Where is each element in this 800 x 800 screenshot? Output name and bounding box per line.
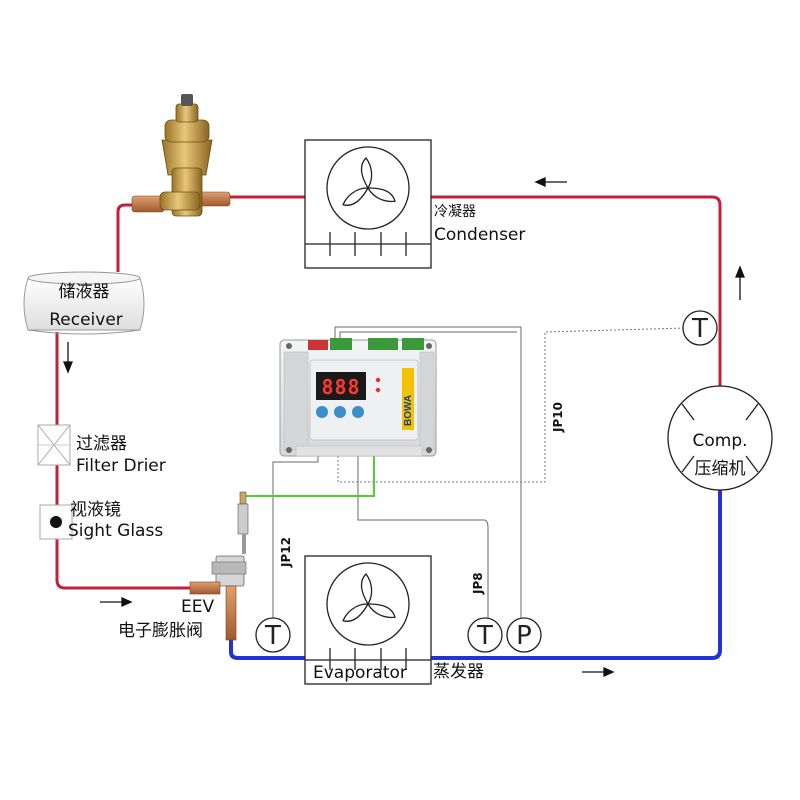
condenser-label-cn: 冷凝器 (434, 204, 476, 220)
sight-glass-label-cn: 视液镜 (70, 500, 121, 520)
sight-glass: 视液镜 Sight Glass (39, 500, 163, 541)
controller-brand: BOWA (403, 395, 414, 426)
fan-icon (342, 573, 396, 622)
jp12-label: JP12 (279, 537, 293, 568)
signal-wires (272, 326, 522, 618)
eev-label-en: EEV (181, 597, 214, 617)
compressor-label-cn: 压缩机 (695, 459, 746, 479)
filter-drier: 过滤器 Filter Drier (37, 424, 166, 476)
controller-button-up (352, 406, 364, 418)
jp8-label: JP8 (471, 572, 485, 595)
low-pressure-pipe (229, 486, 722, 660)
filter-drier-label-en: Filter Drier (76, 456, 166, 476)
suction-temp-symbol: T (476, 621, 493, 651)
flow-arrow-left (534, 176, 567, 188)
controller: 888 BOWA (279, 338, 437, 457)
evaporator: Evaporator 蒸发器 (304, 555, 484, 685)
solenoid-valve (131, 94, 231, 217)
flow-arrow-right (100, 596, 133, 608)
fan-icon (342, 157, 396, 206)
receiver-label-en: Receiver (49, 310, 123, 330)
sight-glass-label-en: Sight Glass (68, 521, 163, 541)
flow-arrow-up (735, 265, 745, 300)
high-pressure-pipe (55, 195, 722, 590)
evaporator-label-en: Evaporator (313, 663, 407, 683)
controller-display-value: 888 (321, 375, 360, 399)
compressor: Comp. 压缩机 (667, 385, 773, 491)
suction-pressure-symbol: P (516, 621, 532, 651)
evaporator-label-cn: 蒸发器 (433, 662, 484, 682)
condenser: 冷凝器 Condenser (304, 139, 525, 269)
discharge-temp-sensor: T (682, 310, 718, 346)
controller-button-set (316, 406, 328, 418)
receiver-label-cn: 储液器 (59, 282, 110, 302)
filter-drier-label-cn: 过滤器 (76, 434, 127, 454)
flow-arrow-right (582, 666, 615, 678)
suction-temp-sensor-eev: T (255, 617, 291, 653)
controller-display (316, 372, 366, 400)
discharge-temp-symbol: T (691, 314, 708, 344)
receiver: 储液器 Receiver (23, 271, 145, 335)
compressor-label-en: Comp. (692, 431, 747, 451)
flow-arrows (63, 176, 745, 678)
jp10-dotted-wire (337, 327, 686, 483)
controller-button-down (334, 406, 346, 418)
suction-pressure-sensor: P (506, 617, 542, 653)
suction-temp-sensor: T (467, 617, 503, 653)
flow-arrow-down (63, 342, 73, 374)
sensor-green-wire (243, 450, 375, 500)
jp10-label: JP10 (551, 402, 565, 433)
condenser-label-en: Condenser (434, 225, 525, 245)
eev-label-cn: 电子膨胀阀 (118, 621, 203, 641)
eev: EEV 电子膨胀阀 (118, 491, 249, 641)
suction-temp-eev-symbol: T (264, 621, 281, 651)
